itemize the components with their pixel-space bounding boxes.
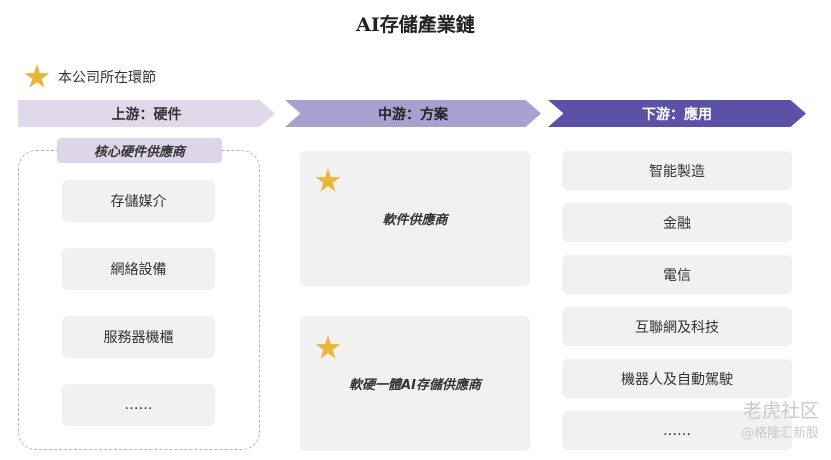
diagram-title: AI存儲產業鏈 — [356, 14, 475, 36]
legend: 本公司所在環節 — [24, 64, 156, 90]
downstream-item: 機器人及自動駕駛 — [562, 359, 792, 398]
upstream-item: 服務器機櫃 — [62, 316, 215, 358]
downstream-item: 互聯網及科技 — [562, 307, 792, 346]
upstream-item: …… — [62, 384, 215, 426]
midstream-item-label: 軟件供應商 — [382, 213, 448, 228]
watermark-line1: 老虎社区 — [742, 400, 819, 422]
watermark: 老虎社区 @格隆汇新股 — [741, 398, 819, 443]
downstream-item: 智能製造 — [562, 151, 792, 190]
downstream-item: 電信 — [562, 255, 792, 294]
stage-upstream: 上游：硬件 — [18, 100, 275, 127]
star-icon — [315, 335, 341, 359]
upstream-item: 存儲媒介 — [62, 180, 215, 222]
downstream-item: …… — [562, 411, 792, 450]
watermark-line2: @格隆汇新股 — [740, 425, 819, 441]
star-icon — [24, 64, 50, 88]
midstream-item: 軟件供應商 — [300, 151, 530, 286]
upstream-item: 網絡設備 — [62, 248, 215, 290]
midstream-item: 軟硬一體AI存儲供應商 — [300, 316, 530, 451]
stage-midstream: 中游：方案 — [285, 100, 541, 127]
star-icon — [315, 168, 341, 192]
upstream-group-label: 核心硬件供應商 — [57, 138, 222, 163]
stage-downstream: 下游：應用 — [548, 100, 806, 127]
midstream-item-label: 軟硬一體AI存儲供應商 — [349, 378, 481, 393]
downstream-item: 金融 — [562, 203, 792, 242]
legend-label: 本公司所在環節 — [58, 70, 156, 86]
